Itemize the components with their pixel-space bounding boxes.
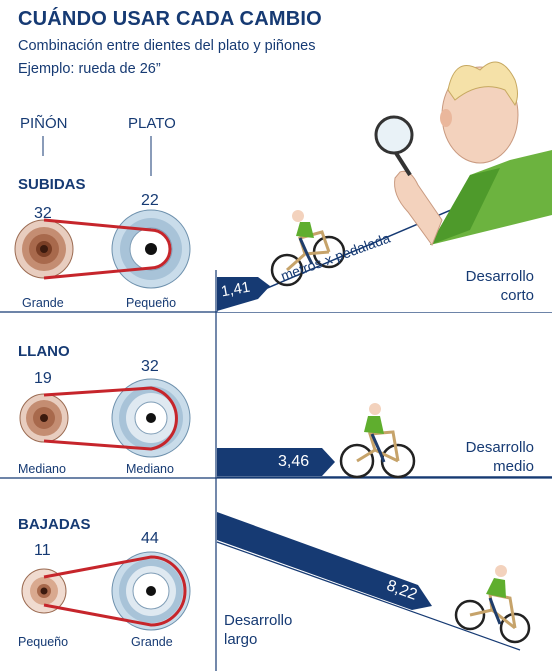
row-name-subidas: SUBIDAS: [18, 176, 86, 193]
development-type-bajadas: largo: [224, 631, 258, 648]
subidas-gears: [14, 209, 191, 289]
observer-illustration: [374, 61, 552, 247]
cyclist-downhill: [454, 565, 531, 644]
pinon-size-bajadas: Pequeño: [18, 635, 69, 649]
development-word-bajadas: Desarrollo: [224, 612, 293, 629]
development-arrow-largo: [217, 512, 432, 610]
development-arrow-medio: [217, 448, 335, 476]
development-word-llano: Desarrollo: [465, 439, 534, 456]
development-label-llano: Desarrollo medio: [432, 438, 534, 476]
development-type-llano: medio: [493, 458, 534, 475]
cyclist-uphill: [270, 210, 346, 287]
example-note: Ejemplo: rueda de 26”: [18, 61, 161, 77]
development-value-llano: 3,46: [278, 453, 310, 470]
bajadas-gears: [21, 551, 191, 631]
pinon-teeth-llano: 19: [34, 370, 52, 387]
plato-size-llano: Mediano: [126, 462, 174, 476]
development-arrow-corto: [217, 277, 270, 311]
plato-size-subidas: Pequeño: [126, 296, 177, 310]
plato-teeth-bajadas: 44: [141, 530, 159, 547]
pinon-column-header: PIÑÓN: [20, 115, 68, 132]
development-label-bajadas: Desarrollo largo: [224, 611, 292, 649]
development-word-subidas: Desarrollo: [465, 268, 534, 285]
pinon-size-llano: Mediano: [18, 462, 66, 476]
development-type-subidas: corto: [500, 287, 534, 304]
pinon-size-subidas: Grande: [22, 296, 64, 310]
row-name-llano: LLANO: [18, 343, 70, 360]
page-title: CUÁNDO USAR CADA CAMBIO: [18, 8, 322, 30]
pinon-teeth-subidas: 32: [34, 205, 52, 222]
llano-gears: [19, 378, 191, 458]
plato-size-bajadas: Grande: [131, 635, 173, 649]
pinon-teeth-bajadas: 11: [34, 542, 51, 559]
plato-teeth-llano: 32: [141, 358, 159, 375]
plato-teeth-subidas: 22: [141, 192, 159, 209]
plato-column-header: PLATO: [128, 115, 176, 132]
cyclist-flat: [339, 403, 416, 479]
development-label-subidas: Desarrollo corto: [432, 267, 534, 305]
page-subtitle: Combinación entre dientes del plato y pi…: [18, 38, 316, 54]
row-name-bajadas: BAJADAS: [18, 516, 91, 533]
